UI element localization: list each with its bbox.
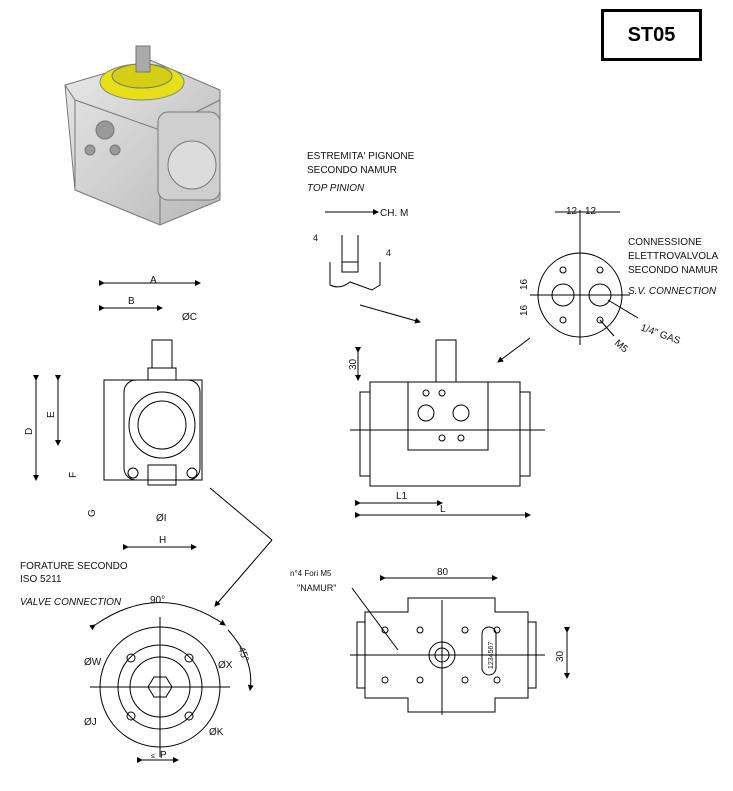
dim-F: F [68,472,79,478]
valve-label-2: ISO 5211 [20,574,62,585]
sv-connection-detail: 12 12 16 16 CONNESSIONE ELETTROVALVOLA S… [497,206,719,363]
m5-label: M5 [612,338,630,356]
dim-80: 80 [437,567,449,578]
sv-label-1: CONNESSIONE [628,237,702,248]
dim-16a: 16 [519,278,530,290]
dim-30-front: 30 [348,358,359,370]
angle-90: 90° [150,595,165,606]
model-code: ST05 [627,23,676,46]
dim-4b: 4 [386,248,391,258]
top-pinion-label-1: ESTREMITA' PIGNONE [307,151,415,162]
top-pinion-label-en: TOP PINION [307,183,365,194]
bottom-view: n°4 Fori M5 "NAMUR" 1234567 80 30 [290,567,570,715]
dim-4a: 4 [313,233,318,243]
sv-label-en: S.V. CONNECTION [628,286,717,297]
dim-12a: 12 [566,206,578,217]
holes-label: n°4 Fori M5 [290,569,332,578]
dim-I: ØI [156,513,167,524]
dim-B: B [128,296,135,307]
valve-connection-view: FORATURE SECONDO ISO 5211 VALVE CONNECTI… [20,561,254,763]
dim-E: E [46,411,57,418]
dim-30-bottom: 30 [555,650,566,662]
chm-label: CH. M [380,208,408,219]
side-view: A B ØC D E F G H ØI [24,275,273,607]
dim-K: ØK [209,727,224,738]
dim-P: P [160,750,167,761]
dim-C: ØC [182,312,197,323]
dim-L: L [440,504,446,515]
dim-X: ØX [218,660,233,671]
dim-G: G [87,509,98,517]
dim-16b: 16 [519,304,530,316]
sv-label-3: SECONDO NAMUR [628,265,718,276]
dim-D: D [24,428,35,435]
angle-45: 45° [235,645,251,663]
gas-label: 1/4" GAS [639,322,682,347]
front-view: 30 L1 L [348,339,545,518]
valve-label-1: FORATURE SECONDO [20,561,128,572]
dim-J: ØJ [84,717,97,728]
namur-label: "NAMUR" [297,583,336,593]
dim-P-sym: ≤ [151,753,155,760]
dim-L1: L1 [396,491,408,502]
dim-A: A [150,275,157,286]
valve-label-en: VALVE CONNECTION [20,597,122,608]
dim-H: H [159,535,166,546]
model-code-box: ST05 [601,9,702,61]
sv-label-2: ELETTROVALVOLA [628,251,719,262]
dim-W: ØW [84,657,102,668]
top-pinion-detail: ESTREMITA' PIGNONE SECONDO NAMUR TOP PIN… [307,151,421,324]
dim-12b: 12 [585,206,597,217]
top-pinion-label-2: SECONDO NAMUR [307,165,397,176]
actuator-3d-image [64,45,221,226]
